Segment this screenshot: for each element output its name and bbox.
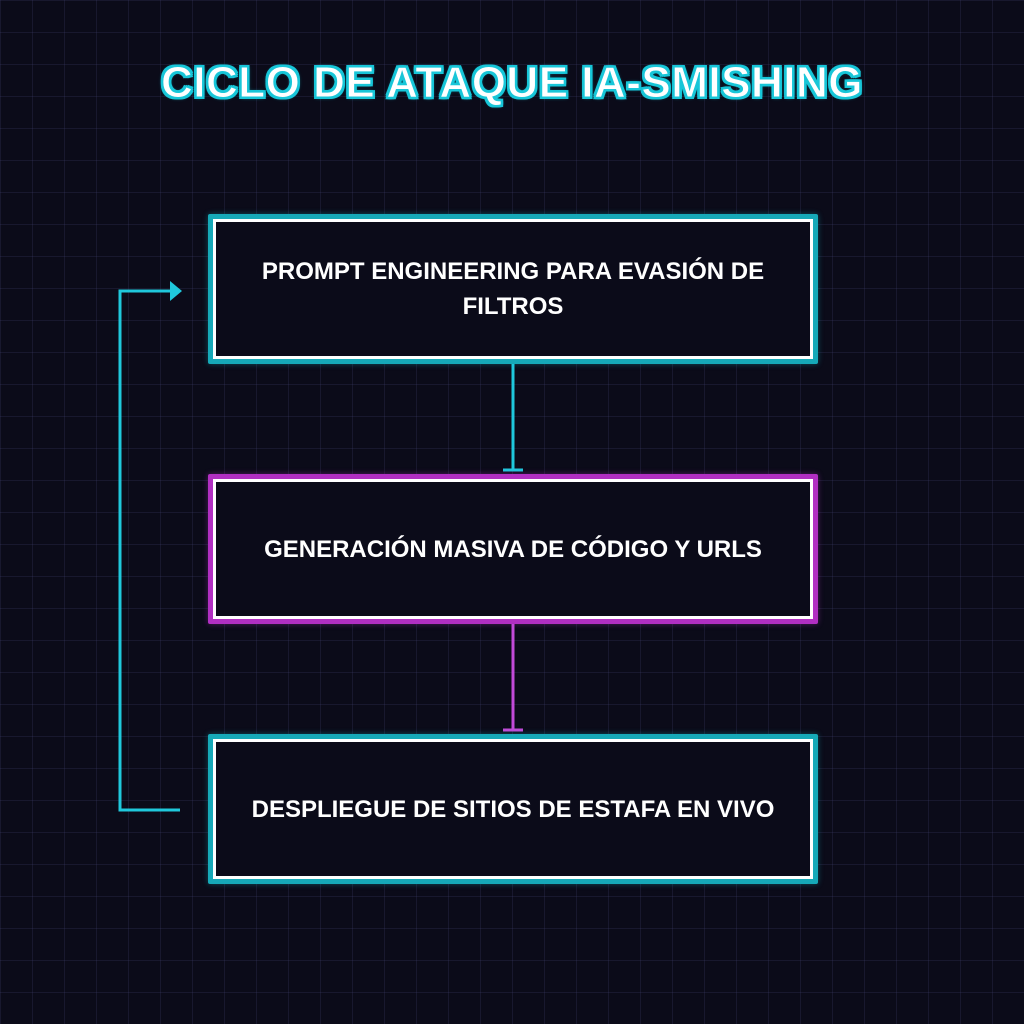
loop-back-arrowhead	[170, 281, 182, 301]
step-box-2-inner: GENERACIÓN MASIVA DE CÓDIGO Y URLS	[213, 479, 813, 619]
step-2-label: GENERACIÓN MASIVA DE CÓDIGO Y URLS	[264, 535, 762, 563]
loop-back-connector	[118, 289, 180, 812]
step-box-1-inner: PROMPT ENGINEERING PARA EVASIÓN DE FILTR…	[213, 219, 813, 359]
step-box-1: PROMPT ENGINEERING PARA EVASIÓN DE FILTR…	[208, 214, 818, 364]
step-1-label: PROMPT ENGINEERING PARA EVASIÓN DE FILTR…	[261, 258, 765, 320]
step-3-label: DESPLIEGUE DE SITIOS DE ESTAFA EN VIVO	[251, 795, 775, 823]
diagram-title: CICLO DE ATAQUE IA-SMISHING	[160, 58, 863, 108]
step-box-3: DESPLIEGUE DE SITIOS DE ESTAFA EN VIVO	[208, 734, 818, 884]
step-box-2: GENERACIÓN MASIVA DE CÓDIGO Y URLS	[208, 474, 818, 624]
step-box-3-inner: DESPLIEGUE DE SITIOS DE ESTAFA EN VIVO	[213, 739, 813, 879]
